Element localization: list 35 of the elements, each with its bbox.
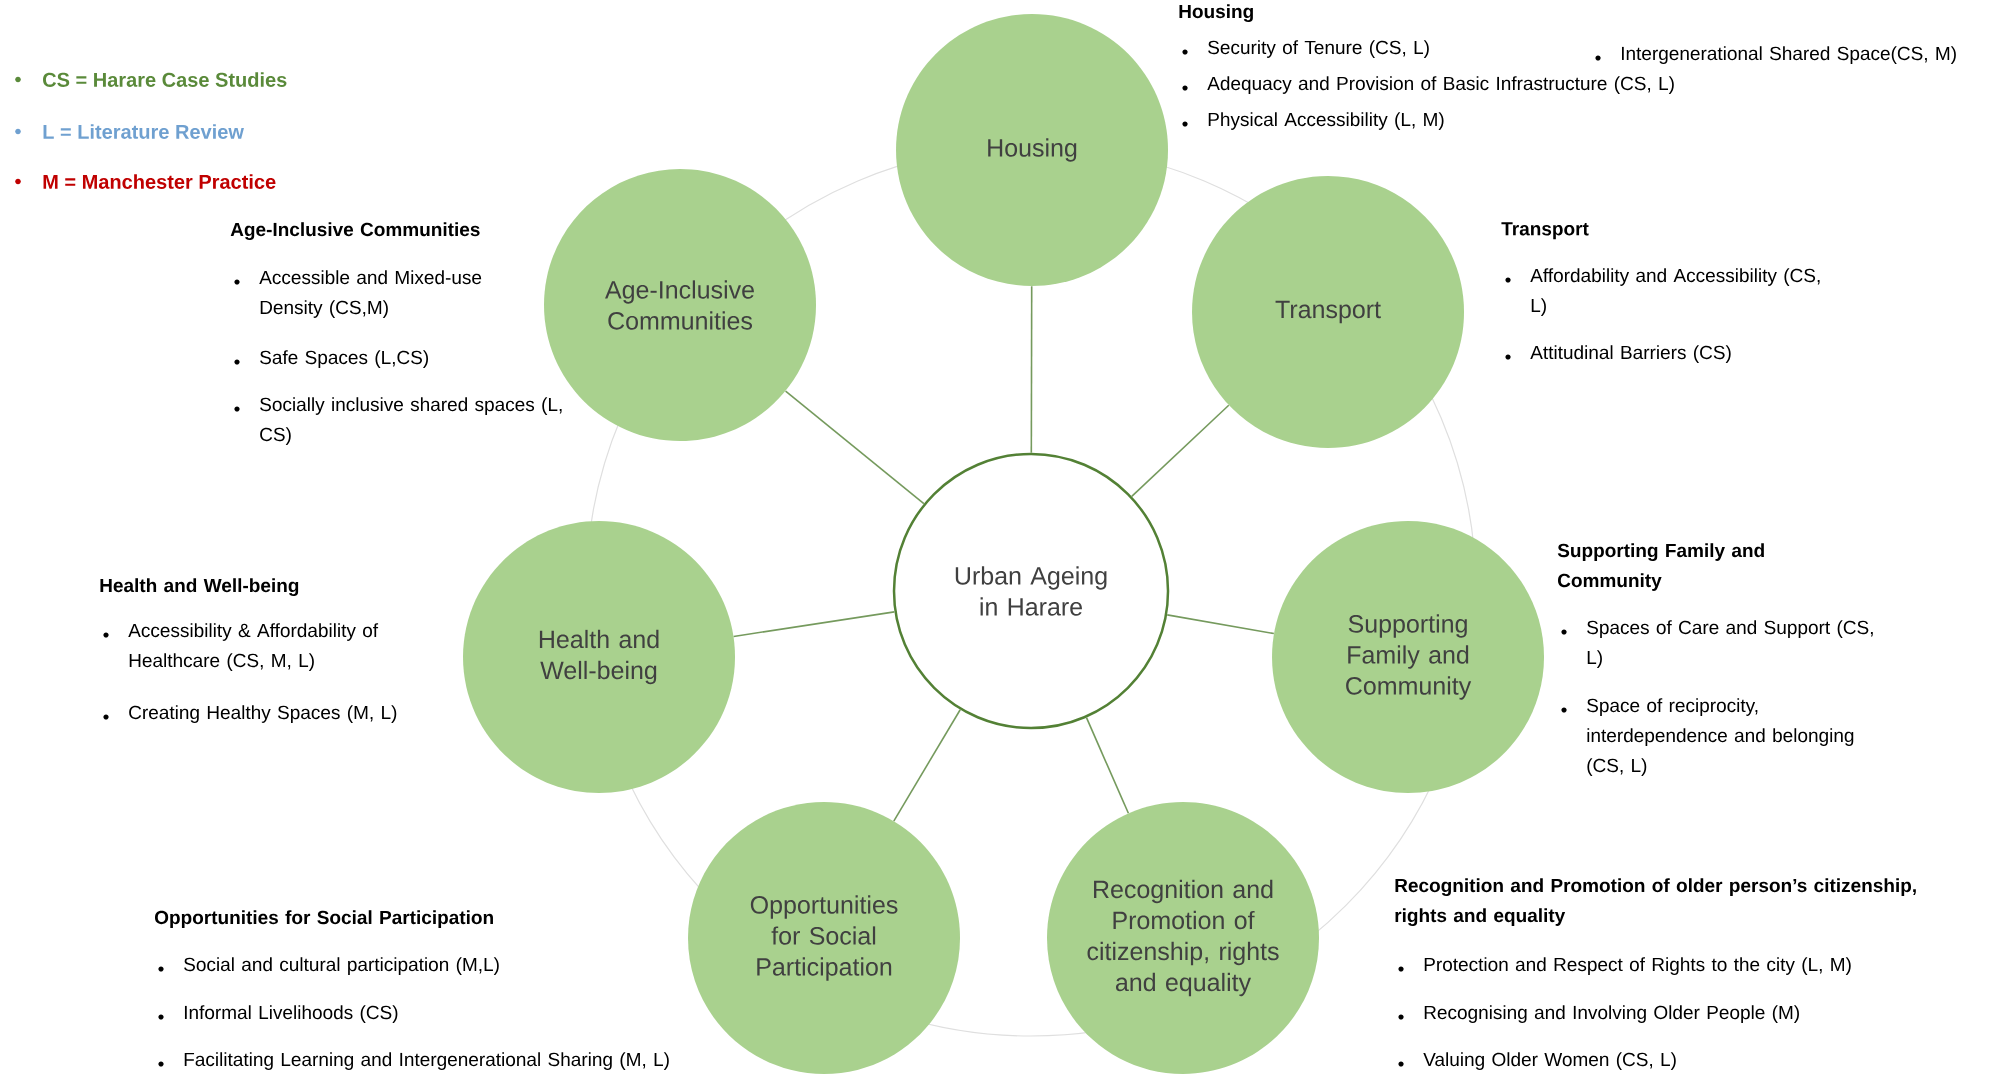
legend-entry: L = Literature Review xyxy=(15,124,244,139)
connector-line xyxy=(1166,614,1275,635)
section-heading: Health and Well-being xyxy=(100,578,299,596)
bullet-item: Space of reciprocity, interdependence and belonging (CS, L) xyxy=(1561,698,1854,776)
section-heading: Age-Inclusive Communities xyxy=(230,222,480,240)
connector-line xyxy=(732,611,896,638)
section-heading: Recognition and Promotion of older person’s citizenship, rights and equality xyxy=(1395,878,1916,926)
bullet-item: Valuing Older Women (CS, L) xyxy=(1398,1052,1676,1070)
bullet-item: Accessible and Mixed-use Density (CS,M) xyxy=(234,270,482,318)
connector-line xyxy=(1030,285,1033,454)
bullet-item: Affordability and Accessibility (CS, L) xyxy=(1505,268,1820,316)
connector-line xyxy=(1085,716,1130,815)
section-heading: Supporting Family and Community xyxy=(1557,543,1764,591)
bullet-item: Intergenerational Shared Space(CS, M) xyxy=(1595,46,1956,64)
bullet-item: Facilitating Learning and Intergenerational Sharing (M, L) xyxy=(158,1052,669,1070)
section-heading: Transport xyxy=(1501,222,1589,240)
connector-line xyxy=(784,390,925,505)
bullet-item: Physical Accessibility (L, M) xyxy=(1182,112,1444,130)
legend-entry: CS = Harare Case Studies xyxy=(15,72,287,87)
legend-entry: M = Manchester Practice xyxy=(15,174,276,189)
bullet-item: Recognising and Involving Older People (M) xyxy=(1398,1005,1799,1023)
bullet-item: Accessibility & Affordability of Healthcare (CS, M, L) xyxy=(103,623,379,671)
connector-line xyxy=(893,708,961,822)
bullet-item: Attitudinal Barriers (CS) xyxy=(1505,345,1731,363)
bullet-item: Informal Livelihoods (CS) xyxy=(158,1005,398,1023)
bullet-item: Security of Tenure (CS, L) xyxy=(1182,40,1429,58)
connector-line xyxy=(1131,404,1230,498)
bullet-item: Protection and Respect of Rights to the city (L, M) xyxy=(1398,957,1851,975)
bullet-item: Adequacy and Provision of Basic Infrastructure (CS, L) xyxy=(1182,76,1674,94)
bullet-item: Spaces of Care and Support (CS, L) xyxy=(1561,620,1873,668)
bullet-item: Safe Spaces (L,CS) xyxy=(234,350,428,368)
section-heading: Opportunities for Social Participation xyxy=(155,910,493,928)
bullet-item: Social and cultural participation (M,L) xyxy=(158,957,499,975)
section-heading: Housing xyxy=(1179,4,1253,22)
bullet-item: Creating Healthy Spaces (M, L) xyxy=(103,705,397,723)
